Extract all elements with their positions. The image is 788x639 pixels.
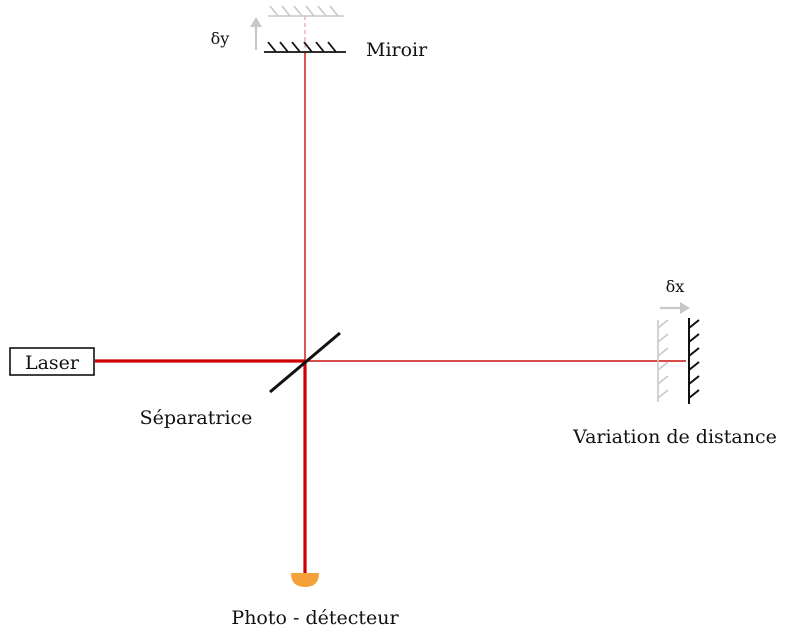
laser-label: Laser <box>25 352 80 374</box>
beams <box>95 16 686 573</box>
photodetector-icon <box>291 573 319 587</box>
mirror-label: Miroir <box>366 39 428 61</box>
variable-mirror-label: Variation de distance <box>572 426 777 448</box>
ghost-mirror-icon <box>268 5 344 17</box>
fixed-mirror: δy Miroir <box>211 5 428 61</box>
beam-splitter-label: Séparatrice <box>140 407 253 429</box>
ghost-variable-mirror-icon <box>657 319 669 402</box>
mirror-icon <box>264 41 346 53</box>
delta-x-label: δx <box>666 277 685 296</box>
delta-y-arrow-icon <box>250 17 262 50</box>
variable-mirror-icon <box>688 318 700 404</box>
delta-x-arrow-icon <box>660 302 690 314</box>
variable-mirror: δx Variation de distance <box>572 277 777 448</box>
laser-box <box>9 347 95 376</box>
photodetector-label: Photo - détecteur <box>231 607 399 629</box>
delta-y-label: δy <box>211 29 230 48</box>
photodetector: Photo - détecteur <box>231 573 399 629</box>
laser: Laser <box>9 347 95 376</box>
beam-splitter-icon <box>269 331 341 394</box>
